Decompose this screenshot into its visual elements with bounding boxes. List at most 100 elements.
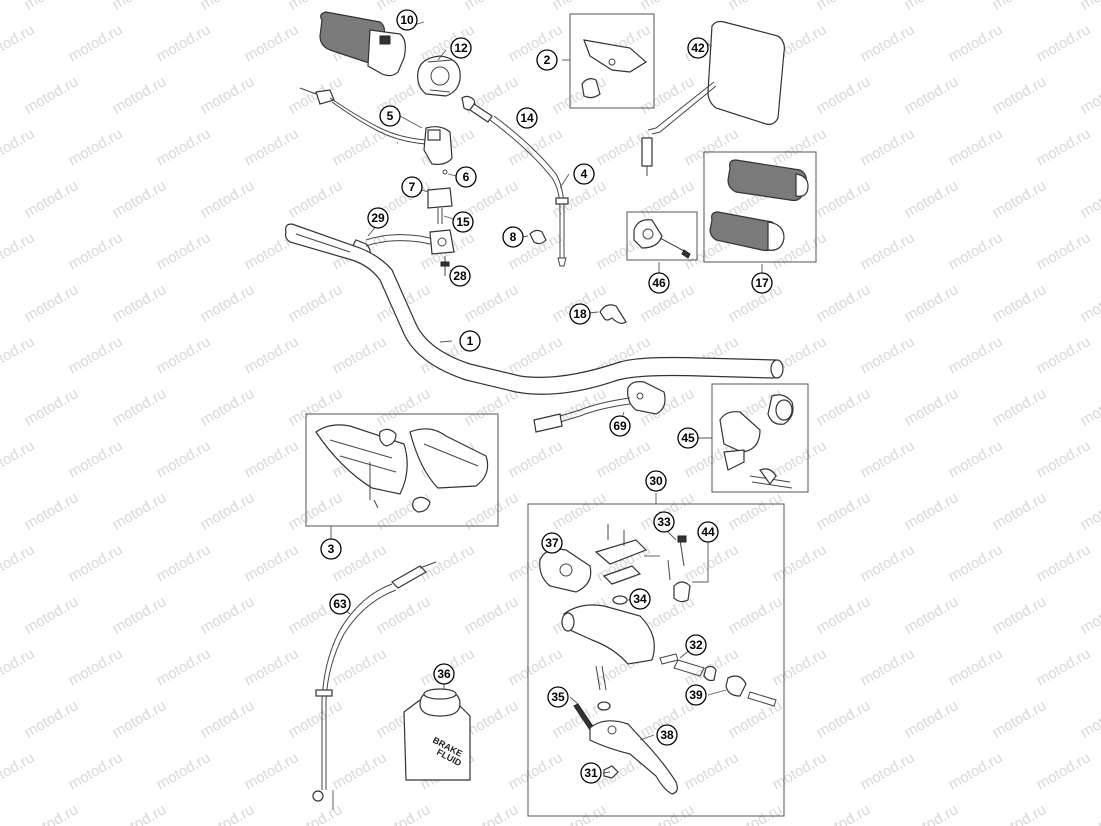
watermark-text: motod.ru <box>0 229 37 273</box>
watermark-text: motod.ru <box>902 801 962 826</box>
watermark-text: motod.ru <box>1078 593 1101 637</box>
watermark-text: motod.ru <box>902 593 962 637</box>
callout-31[interactable]: 31 <box>580 762 602 784</box>
callout-17[interactable]: 17 <box>751 272 773 294</box>
watermark-text: motod.ru <box>946 645 1006 689</box>
part-switch-assembly <box>423 126 453 224</box>
watermark-text: motod.ru <box>286 385 346 429</box>
callout-39[interactable]: 39 <box>685 684 707 706</box>
group-box-30 <box>527 503 785 817</box>
watermark-text: motod.ru <box>1078 385 1101 429</box>
watermark-text: motod.ru <box>22 593 82 637</box>
callout-69[interactable]: 69 <box>609 415 631 437</box>
watermark-text: motod.ru <box>198 0 258 13</box>
part-cable-adjuster <box>461 95 569 267</box>
watermark-text: motod.ru <box>1034 437 1094 481</box>
callout-10[interactable]: 10 <box>396 9 418 31</box>
callout-33[interactable]: 33 <box>653 511 675 533</box>
callout-42[interactable]: 42 <box>687 37 709 59</box>
watermark-text: motod.ru <box>858 749 918 793</box>
watermark-text: motod.ru <box>1034 125 1094 169</box>
watermark-text: motod.ru <box>286 801 346 826</box>
svg-text:12: 12 <box>454 41 468 55</box>
svg-text:17: 17 <box>755 276 769 290</box>
watermark-text: motod.ru <box>110 593 170 637</box>
callout-5[interactable]: 5 <box>379 105 401 127</box>
callout-3[interactable]: 3 <box>320 538 342 560</box>
callout-29[interactable]: 29 <box>367 207 389 229</box>
watermark-text: motod.ru <box>330 749 390 793</box>
watermark-text: motod.ru <box>66 125 126 169</box>
callout-34[interactable]: 34 <box>629 588 651 610</box>
callout-44[interactable]: 44 <box>697 521 719 543</box>
callout-1[interactable]: 1 <box>459 330 481 352</box>
watermark-text: motod.ru <box>22 489 82 533</box>
svg-text:39: 39 <box>689 688 703 702</box>
group-box-3 <box>305 413 499 527</box>
watermark-text: motod.ru <box>374 593 434 637</box>
callout-14[interactable]: 14 <box>516 107 538 129</box>
watermark-text: motod.ru <box>198 697 258 741</box>
watermark-text: motod.ru <box>242 21 302 65</box>
watermark-text: motod.ru <box>242 333 302 377</box>
callout-4[interactable]: 4 <box>573 163 595 185</box>
callout-30[interactable]: 30 <box>645 470 667 492</box>
watermark-text: motod.ru <box>66 437 126 481</box>
watermark-text: motod.ru <box>198 281 258 325</box>
callout-7[interactable]: 7 <box>401 176 423 198</box>
callout-2[interactable]: 2 <box>536 49 558 71</box>
callout-28[interactable]: 28 <box>449 265 471 287</box>
callout-36[interactable]: 36 <box>433 663 455 685</box>
watermark-text: motod.ru <box>154 229 214 273</box>
watermark-text: motod.ru <box>66 229 126 273</box>
callout-32[interactable]: 32 <box>685 634 707 656</box>
watermark-text: motod.ru <box>858 229 918 273</box>
watermark-text: motod.ru <box>1078 177 1101 221</box>
watermark-text: motod.ru <box>902 385 962 429</box>
callout-37[interactable]: 37 <box>541 532 563 554</box>
watermark-text: motod.ru <box>22 281 82 325</box>
callout-46[interactable]: 46 <box>648 272 670 294</box>
callout-15[interactable]: 15 <box>452 211 474 233</box>
watermark-text: motod.ru <box>990 73 1050 117</box>
watermark-text: motod.ru <box>814 697 874 741</box>
part-mirror <box>641 20 785 176</box>
svg-text:18: 18 <box>573 307 587 321</box>
watermark-text: motod.ru <box>66 645 126 689</box>
svg-text:6: 6 <box>463 170 470 184</box>
watermark-text: motod.ru <box>770 749 830 793</box>
watermark-text: motod.ru <box>990 177 1050 221</box>
callout-18[interactable]: 18 <box>569 303 591 325</box>
callout-8[interactable]: 8 <box>502 226 524 248</box>
svg-text:34: 34 <box>633 592 647 606</box>
watermark-text: motod.ru <box>506 749 566 793</box>
callout-63[interactable]: 63 <box>329 593 351 615</box>
callout-6[interactable]: 6 <box>455 166 477 188</box>
watermark-text: motod.ru <box>946 125 1006 169</box>
svg-text:5: 5 <box>387 109 394 123</box>
watermark-text: motod.ru <box>1034 541 1094 585</box>
watermark-text: motod.ru <box>22 801 82 826</box>
watermark-text: motod.ru <box>198 489 258 533</box>
watermark-text: motod.ru <box>374 385 434 429</box>
part-throttle-grip <box>319 11 406 77</box>
watermark-text: motod.ru <box>902 489 962 533</box>
watermark-text: motod.ru <box>814 801 874 826</box>
watermark-text: motod.ru <box>22 697 82 741</box>
svg-text:31: 31 <box>584 766 598 780</box>
watermark-text: motod.ru <box>946 21 1006 65</box>
callout-45[interactable]: 45 <box>677 427 699 449</box>
watermark-text: motod.ru <box>110 177 170 221</box>
svg-text:32: 32 <box>689 638 703 652</box>
callout-12[interactable]: 12 <box>450 37 472 59</box>
watermark-text: motod.ru <box>550 0 610 13</box>
callout-35[interactable]: 35 <box>547 686 569 708</box>
watermark-text: motod.ru <box>682 749 742 793</box>
watermark-text: motod.ru <box>682 541 742 585</box>
watermark-text: motod.ru <box>1034 645 1094 689</box>
callout-38[interactable]: 38 <box>656 724 678 746</box>
svg-text:29: 29 <box>371 211 385 225</box>
watermark-text: motod.ru <box>66 749 126 793</box>
watermark-text: motod.ru <box>286 73 346 117</box>
